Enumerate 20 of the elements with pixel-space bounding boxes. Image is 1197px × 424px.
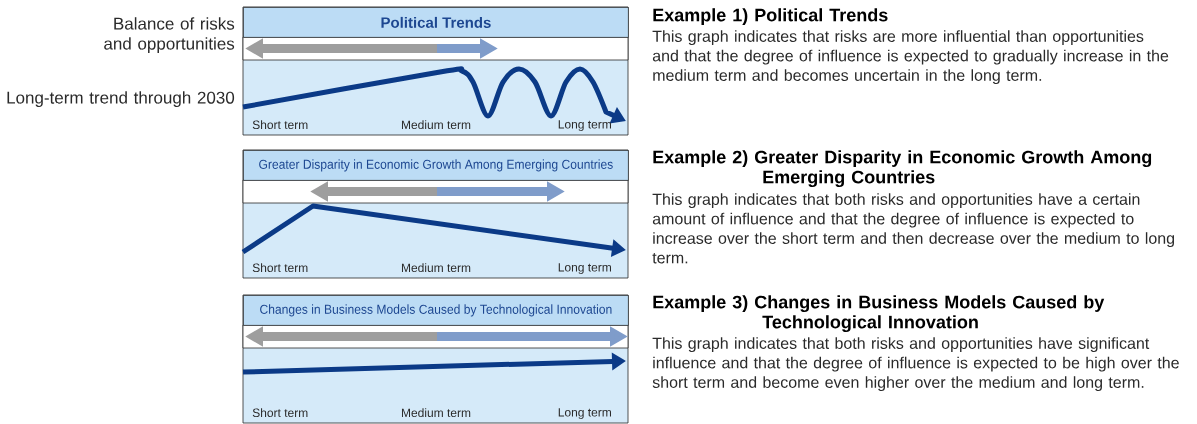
axis-label: Medium term — [402, 263, 471, 272]
example-heading: Example 1) Political Trends — [653, 8, 888, 25]
example-text: This graph indicates that both risks and opportunities have significant influence and that the degree of influence is expected to be high over the short term and become even higher over the medium and long term. — [652, 337, 1179, 392]
axis-label: Short term — [252, 120, 308, 129]
axis-label: Long term — [558, 263, 611, 274]
example-heading: Example 2) Greater Disparity in Economic Growth Among Emerging Countries — [653, 150, 1152, 188]
axis-label: Long term — [558, 120, 611, 131]
example-text: This graph indicates that both risks and opportunities have a certain amount of influence and that the degree of influence is expected to increase over the short term and then decrease over the medium to long term. — [652, 193, 1175, 264]
axis-label: Long term — [558, 408, 611, 419]
axis-label: Short term — [252, 263, 308, 272]
example-text: This graph indicates that risks are more influential than opportunities and that the degree of influence is expected to gradually increase in the medium term and becomes uncertain in the long term. — [652, 30, 1169, 85]
title-bar: Changes in Business Models Caused by Technological Innovation — [243, 295, 629, 326]
example-heading: Example 3) Changes in Business Models Caused by Technological Innovation — [653, 295, 1105, 333]
title-bar: Greater Disparity in Economic Growth Among Emerging Countries — [243, 150, 629, 181]
row-label: Balance of risks and opportunities — [104, 17, 235, 54]
axis-label: Medium term — [402, 120, 471, 129]
title-bar: Political Trends — [243, 7, 629, 38]
axis-label: Medium term — [402, 408, 471, 417]
axis-label: Short term — [252, 408, 308, 417]
row-label: Long-term trend through 2030 — [7, 91, 235, 108]
